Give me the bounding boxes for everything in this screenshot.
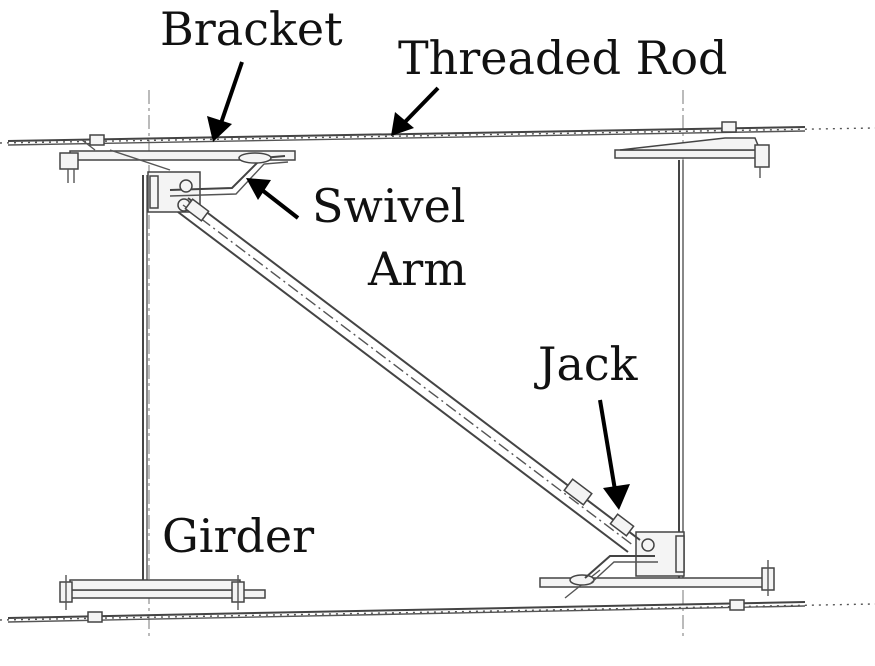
threaded-rod-label: Threaded Rod [398,31,727,85]
girder-label: Girder [162,509,314,563]
bottom-left-flange [59,575,266,623]
bottom-threaded-rod [0,601,875,623]
bracket-arrow [207,61,244,142]
swivel-arm-arrow [246,178,300,220]
left-girder-web [142,175,148,590]
swivel-arm-label-line1: Swivel [312,179,466,233]
jack-label: Jack [534,337,639,391]
swivel-arm-label-line2: Arm [367,242,467,296]
diagonal-jack [177,197,641,553]
bracket-label: Bracket [160,2,343,56]
top-left-flange [59,134,296,183]
top-right-flange [614,121,770,178]
threaded-rod-arrow [391,86,440,136]
jack-arrow [598,399,630,510]
bottom-right-flange [539,560,775,611]
right-girder-web [678,160,684,578]
bottom-right-bracket [584,531,685,585]
